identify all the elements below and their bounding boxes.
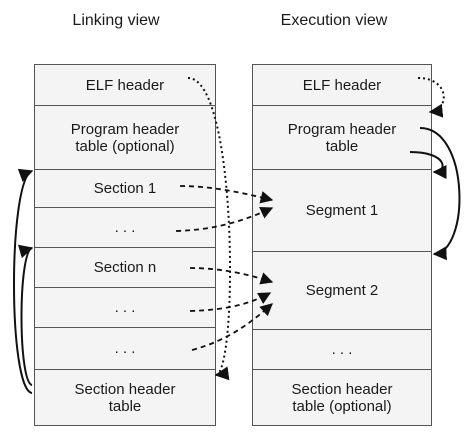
linking-section-header-table: Section header table	[35, 369, 215, 425]
linking-section-n-label: Section n	[93, 259, 157, 276]
linking-ellipsis-3: . . .	[35, 327, 215, 369]
linking-view-title: Linking view	[72, 12, 160, 29]
linking-section-1-label: Section 1	[93, 180, 157, 197]
linking-section-n: Section n	[35, 247, 215, 287]
bracket-arrow-to-section-n	[17, 244, 34, 386]
linking-ellipsis-3-label: . . .	[114, 340, 136, 357]
linking-ellipsis-2: . . .	[35, 287, 215, 327]
execution-segment-2-label: Segment 2	[305, 282, 379, 299]
execution-view-title: Execution view	[280, 12, 388, 29]
execution-segment-1-label: Segment 1	[305, 202, 379, 219]
execution-segment-1: Segment 1	[253, 169, 431, 251]
execution-view-column: ELF header Program header table Segment …	[252, 64, 432, 426]
linking-ellipsis-2-label: . . .	[114, 299, 136, 316]
execution-program-header-table-label: Program header table	[287, 120, 397, 155]
linking-elf-header-label: ELF header	[85, 76, 165, 94]
linking-section-header-table-label: Section header table	[74, 380, 176, 415]
linking-program-header-table-label: Program header table (optional)	[70, 120, 180, 155]
execution-program-header-table: Program header table	[253, 105, 431, 169]
linking-elf-header: ELF header	[35, 65, 215, 105]
linking-ellipsis-1-label: . . .	[114, 219, 136, 236]
linking-ellipsis-1: . . .	[35, 207, 215, 247]
linking-section-1: Section 1	[35, 169, 215, 207]
execution-ellipsis-label: . . .	[331, 341, 353, 358]
execution-section-header-table: Section header table (optional)	[253, 369, 431, 425]
linking-program-header-table: Program header table (optional)	[35, 105, 215, 169]
execution-elf-header-label: ELF header	[302, 76, 382, 94]
bracket-arrow-to-section-1	[13, 168, 34, 394]
linking-view-column: ELF header Program header table (optiona…	[34, 64, 216, 426]
execution-segment-2: Segment 2	[253, 251, 431, 329]
execution-elf-header: ELF header	[253, 65, 431, 105]
execution-section-header-table-label: Section header table (optional)	[291, 380, 393, 415]
execution-ellipsis: . . .	[253, 329, 431, 369]
